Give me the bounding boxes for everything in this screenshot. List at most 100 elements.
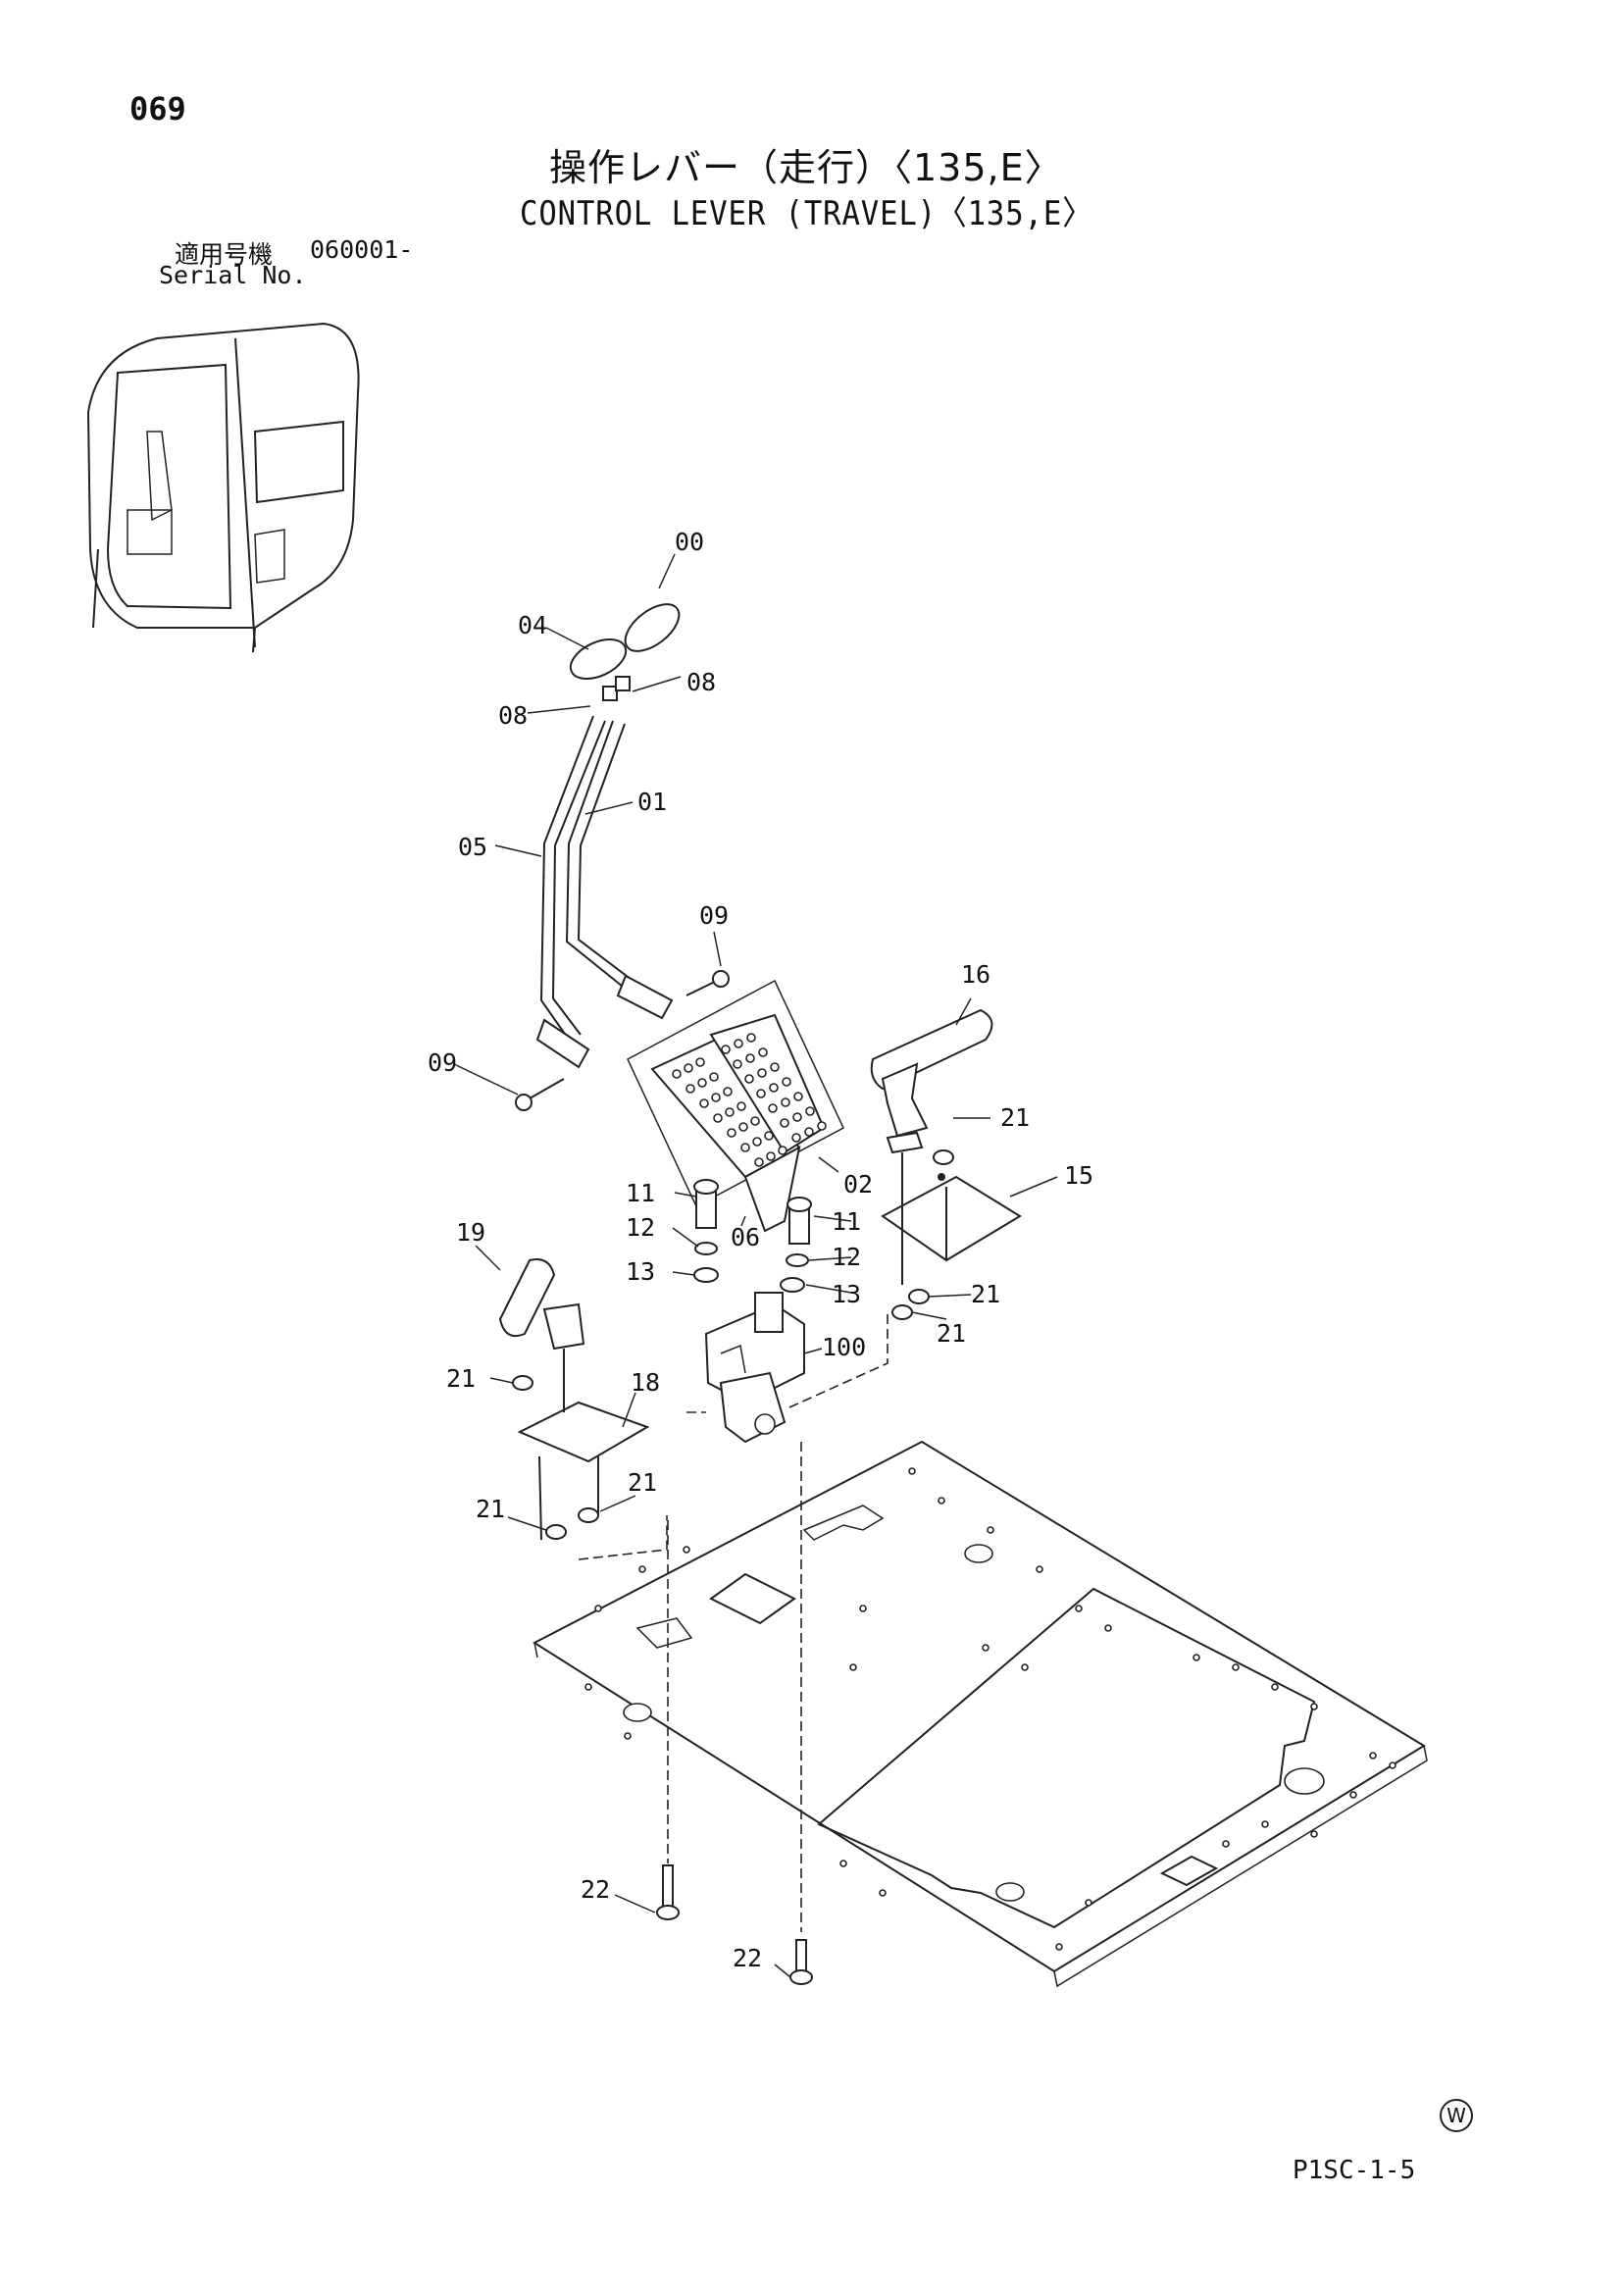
hole-mark	[1261, 1820, 1269, 1828]
hole-mark	[721, 1045, 731, 1054]
hole-mark	[684, 1063, 693, 1073]
callout-21-f: 21	[628, 1468, 657, 1497]
hole-mark	[1222, 1840, 1230, 1848]
hole-mark	[624, 1732, 632, 1740]
callout-12-left: 12	[626, 1213, 655, 1242]
hole-mark	[1310, 1830, 1318, 1838]
callout-13-right: 13	[832, 1280, 861, 1308]
hole-mark	[764, 1131, 774, 1141]
hole-mark	[780, 1118, 789, 1128]
callout-00: 00	[675, 528, 704, 556]
hole-mark	[938, 1497, 945, 1505]
hole-mark	[1369, 1752, 1377, 1760]
assembly-guide-lines	[578, 1314, 888, 1932]
hole-mark	[756, 1089, 766, 1098]
hole-mark	[736, 1101, 746, 1111]
hole-mark	[699, 1098, 709, 1108]
hole-mark	[1310, 1703, 1318, 1710]
callout-labels: 00 04 08 08 01 05 09 09 16 21 02 15 11 1…	[428, 528, 1093, 1972]
hole-mark	[1036, 1565, 1043, 1573]
hole-mark	[859, 1605, 867, 1612]
callout-18: 18	[631, 1368, 660, 1397]
fasteners	[512, 1149, 954, 1985]
hole-mark	[697, 1078, 707, 1088]
title-english: CONTROL LEVER (TRAVEL)〈135,E〉	[520, 194, 1093, 233]
pilot-valve	[704, 1292, 805, 1444]
hole-mark	[672, 1069, 682, 1079]
callout-19: 19	[456, 1218, 485, 1247]
callout-21-e: 21	[476, 1495, 505, 1523]
callout-22-lower: 22	[733, 1944, 762, 1972]
callout-21-a: 21	[1000, 1103, 1030, 1132]
pedal-assembly	[627, 979, 844, 1233]
hole-mark	[1055, 1943, 1063, 1951]
callout-22-upper: 22	[581, 1875, 610, 1904]
callout-100: 100	[822, 1333, 866, 1361]
hole-mark	[782, 1077, 791, 1087]
watermark-w-icon: W	[1440, 2099, 1473, 2132]
hole-mark	[792, 1112, 802, 1122]
hole-mark	[793, 1092, 803, 1101]
hole-mark	[768, 1103, 778, 1113]
callout-05: 05	[458, 833, 487, 861]
hole-mark	[740, 1143, 750, 1152]
hole-mark	[752, 1137, 762, 1147]
hole-mark	[711, 1093, 721, 1102]
title-japanese: 操作レバー（走行）〈135,E〉	[549, 146, 1063, 189]
hole-mark	[766, 1151, 776, 1161]
callout-12-right: 12	[832, 1243, 861, 1271]
callout-11-left: 11	[626, 1179, 655, 1207]
serial-number-value: 060001-	[310, 235, 414, 264]
callout-06: 06	[731, 1223, 760, 1251]
leader-lines	[453, 553, 1058, 1978]
hole-mark	[1389, 1761, 1396, 1769]
callout-01: 01	[637, 788, 667, 816]
serial-label-japanese: 適用号機	[175, 240, 274, 269]
hole-mark	[769, 1083, 779, 1093]
hole-mark	[723, 1087, 733, 1097]
hole-mark	[757, 1068, 767, 1078]
hole-mark	[727, 1128, 736, 1138]
hole-mark	[804, 1127, 814, 1137]
hole-mark	[1021, 1663, 1029, 1671]
hole-mark	[738, 1122, 748, 1132]
hole-mark	[594, 1605, 602, 1612]
hole-mark	[1085, 1899, 1092, 1907]
hole-mark	[1232, 1663, 1240, 1671]
hole-mark	[817, 1121, 827, 1131]
hole-mark	[987, 1526, 994, 1534]
page-number: 069	[129, 90, 186, 128]
hole-mark	[695, 1057, 705, 1067]
hole-mark	[1104, 1624, 1112, 1632]
callout-21-d: 21	[446, 1364, 476, 1393]
hole-mark	[734, 1039, 743, 1048]
callout-21-c: 21	[937, 1319, 966, 1348]
left-pedal	[498, 1258, 650, 1541]
hole-mark	[1349, 1791, 1357, 1799]
cab-thumbnail	[86, 322, 360, 653]
callout-08-left: 08	[498, 701, 528, 730]
hole-mark	[770, 1062, 780, 1072]
hole-mark	[746, 1033, 756, 1043]
hole-mark	[839, 1860, 847, 1867]
callout-09-lower: 09	[428, 1048, 457, 1077]
hole-mark	[584, 1683, 592, 1691]
hole-mark	[791, 1133, 801, 1143]
hole-mark	[778, 1146, 787, 1155]
hole-mark	[982, 1644, 990, 1652]
hole-mark	[685, 1084, 695, 1094]
floor-plate-holes	[584, 1467, 1396, 1951]
callout-16: 16	[961, 960, 990, 989]
hole-mark	[1075, 1605, 1083, 1612]
hole-mark	[709, 1072, 719, 1082]
hole-mark	[879, 1889, 887, 1897]
hole-mark	[1271, 1683, 1279, 1691]
serial-label-english: Serial No.	[159, 261, 307, 289]
hole-mark	[713, 1113, 723, 1123]
page-code: P1SC-1-5	[1293, 2156, 1416, 2185]
floor-plate	[532, 1440, 1428, 1988]
hole-mark	[725, 1107, 735, 1117]
hole-mark	[805, 1106, 815, 1116]
hole-mark	[750, 1116, 760, 1126]
